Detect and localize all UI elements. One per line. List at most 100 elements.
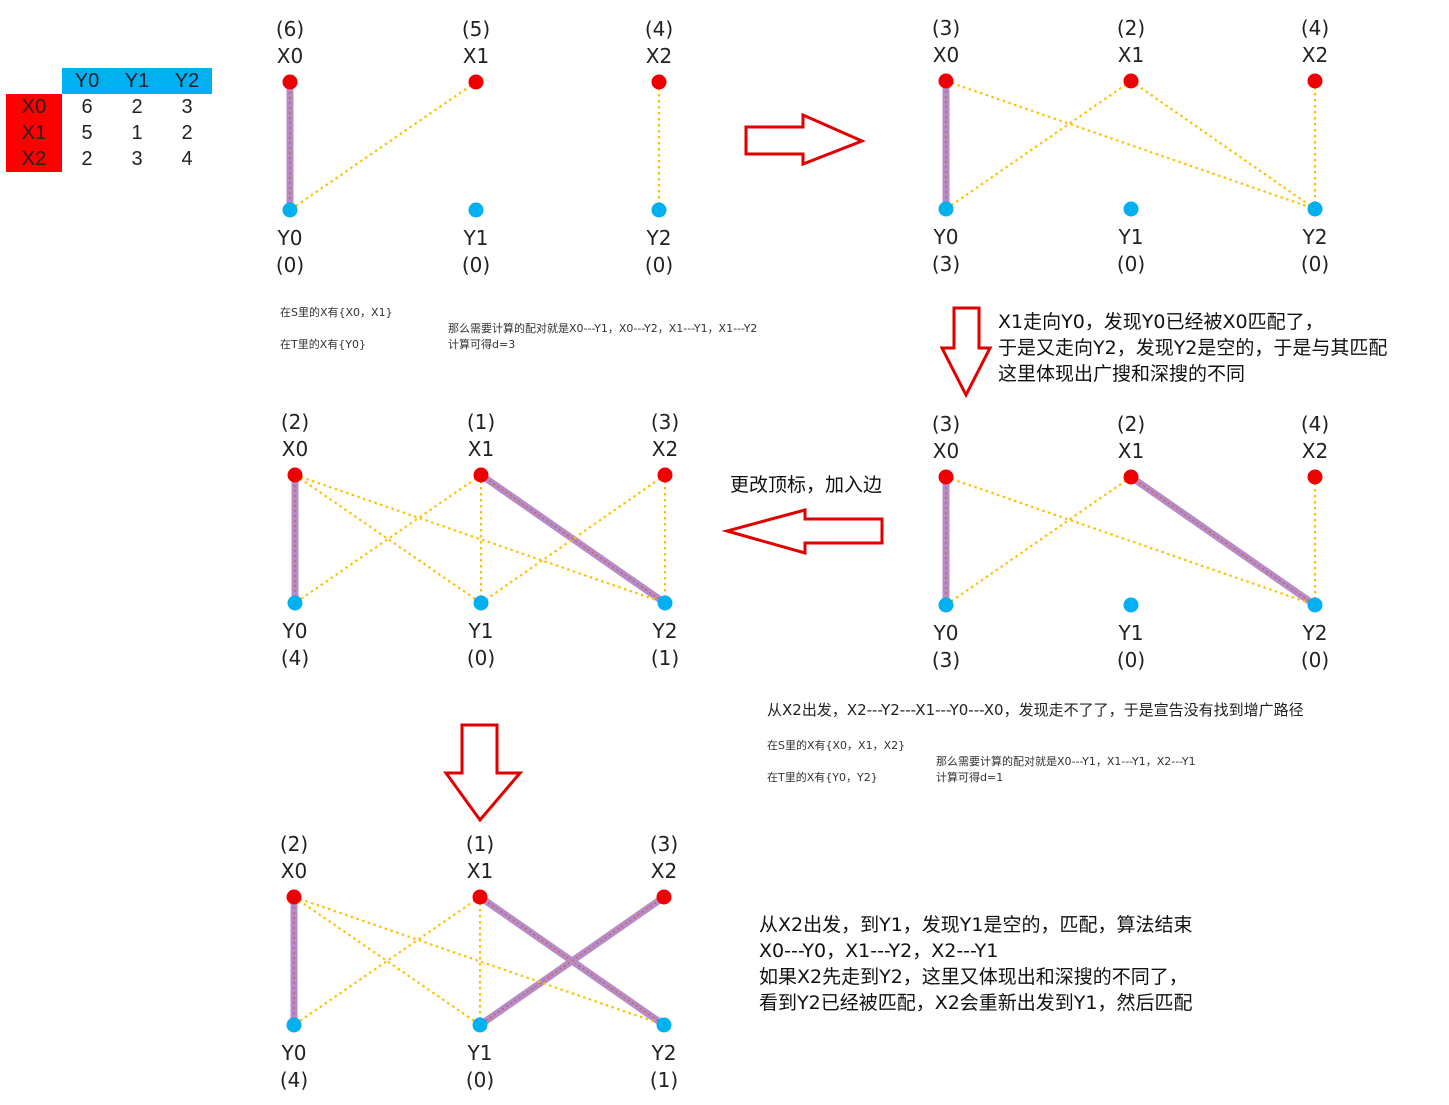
table-cell: 6 [81,95,93,118]
x-label: X0 [932,439,960,463]
y-label-value: (0) [1300,252,1330,276]
x-label-value: (2) [280,410,310,434]
x-node [1307,469,1323,485]
x-label-value: (4) [1300,16,1330,40]
arrows-layer [443,112,993,823]
s-set-note: 在S里的X有{X0，X1，X2} [767,739,906,752]
y-label-value: (0) [465,1068,495,1092]
row-header: X2 [6,146,62,172]
table-row: X1 5 1 2 [6,120,212,146]
path-note: 从X2出发，X2---Y2---X1---Y0---X0，发现走不了了，于是宣告… [767,701,1304,719]
y-label: Y2 [652,619,678,643]
matched-edge-dots [479,896,665,1026]
dotted-edge [945,475,1316,607]
y-label: Y0 [282,619,308,643]
y-label-value: (4) [279,1068,309,1092]
x-label-value: (4) [644,17,674,41]
x-node [1307,73,1323,89]
y-node [282,202,298,218]
x-label-value: (2) [279,832,309,856]
matched-edge-dots [479,896,665,1026]
dotted-edge [294,474,482,604]
x-label: X2 [645,44,673,68]
dotted-edge [293,896,481,1026]
dotted-edge [1130,80,1316,210]
table-cell: 2 [181,121,193,144]
y-label: Y1 [463,226,489,250]
x-node [287,467,303,483]
dotted-edge [294,474,482,604]
matched-edge-dots [480,474,666,604]
x-label: X1 [467,437,495,461]
y-label-value: (1) [650,646,680,670]
step-note-line: X1走向Y0，发现Y0已经被X0匹配了， [998,311,1324,333]
y-node [651,202,667,218]
y-label-value: (0) [1300,648,1330,672]
table-corner [6,68,62,94]
x-label: X0 [281,437,309,461]
y-label-value: (0) [644,253,674,277]
weight-table: Y0 Y1 Y2 X0 6 2 3 X1 5 1 2 X2 2 3 4 [6,68,212,172]
x-label-value: (6) [275,17,305,41]
y-node [286,1017,302,1033]
x-node [1123,73,1139,89]
final-note-line: 从X2出发，到Y1，发现Y1是空的，匹配，算法结束 [759,914,1193,936]
y-label: Y1 [468,619,494,643]
y-label: Y2 [1302,621,1328,645]
col-header: Y1 [112,68,162,94]
col-header: Y2 [162,68,212,94]
x-node [468,74,484,90]
y-node [287,595,303,611]
y-label-value: (4) [280,646,310,670]
x-node [286,889,302,905]
final-note-line: 如果X2先走到Y2，这里又体现出和深搜的不同了， [759,966,1188,988]
x-label-value: (1) [465,832,495,856]
s-set-note: 在S里的X有{X0，X1} [280,306,393,319]
dotted-edge [293,896,481,1026]
d-note: 计算可得d=1 [936,771,1004,784]
dotted-edge [480,474,666,604]
x-node [1123,469,1139,485]
change-label-note: 更改顶标，加入边 [730,474,883,496]
final-note-line: X0---Y0，X1---Y2，X2---Y1 [759,940,999,962]
table-row: X2 2 3 4 [6,146,212,172]
arrow-left-icon [721,508,884,555]
arrow-down-icon [939,306,993,399]
y-node [1307,597,1323,613]
y-label-value: (1) [649,1068,679,1092]
x-label-value: (3) [650,410,680,434]
y-node [473,595,489,611]
edges-layer [286,77,1319,1029]
x-node [473,467,489,483]
table-cell: 2 [131,95,143,118]
x-label: X0 [932,43,960,67]
table-cell: 3 [181,95,193,118]
y-label: Y2 [646,226,672,250]
x-label: X1 [462,44,490,68]
y-label-value: (3) [931,252,961,276]
table-cell: 1 [131,121,143,144]
x-node [657,467,673,483]
y-label-value: (0) [275,253,305,277]
y-node [1307,201,1323,217]
table-cell: 2 [81,147,93,170]
x-label-value: (5) [461,17,491,41]
table-cell: 3 [131,147,143,170]
x-node [651,74,667,90]
x-node [938,73,954,89]
step-note-line: 这里体现出广搜和深搜的不同 [998,363,1246,385]
x-node [656,889,672,905]
x-label: X2 [1301,43,1329,67]
dotted-edge [945,80,1132,210]
y-label: Y2 [1302,225,1328,249]
y-label: Y1 [1118,225,1144,249]
dotted-edge [293,895,665,1027]
table-cell: 4 [181,147,193,170]
x-label: X1 [466,859,494,883]
y-label: Y2 [651,1041,677,1065]
row-header: X1 [6,120,62,146]
y-node [472,1017,488,1033]
table-cell: 5 [81,121,93,144]
y-label: Y0 [281,1041,307,1065]
